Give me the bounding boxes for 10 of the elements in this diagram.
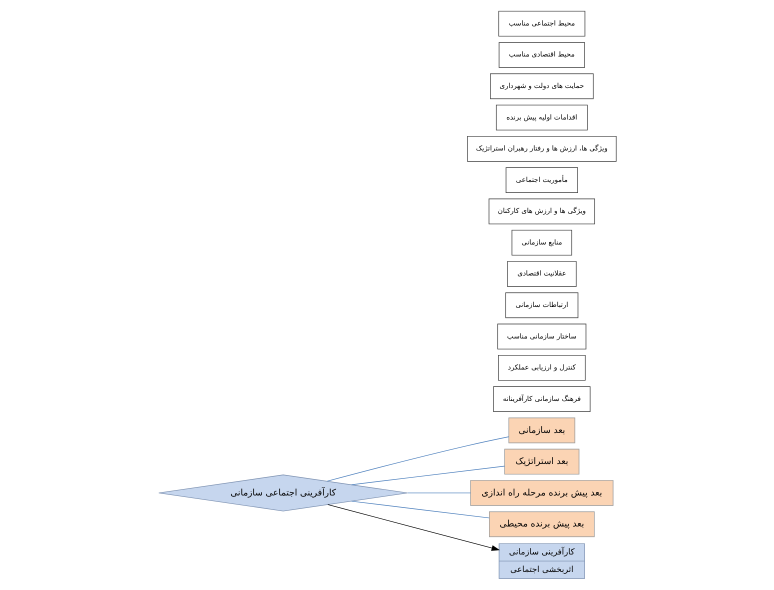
node-box: بعد سازمانی [508, 418, 575, 444]
connector [326, 436, 509, 482]
arrow [327, 504, 500, 551]
node-diamond: کارآفرینی اجتماعی سازمانی [158, 474, 408, 512]
connector [350, 500, 490, 518]
node-box: بعد استراتژیک [504, 448, 579, 475]
node-box: بعد پیش برنده محیطی [488, 511, 594, 538]
node-box: بعد پیش برنده مرحله راه اندازی [470, 480, 613, 506]
connector [406, 492, 470, 494]
connector [350, 466, 504, 486]
